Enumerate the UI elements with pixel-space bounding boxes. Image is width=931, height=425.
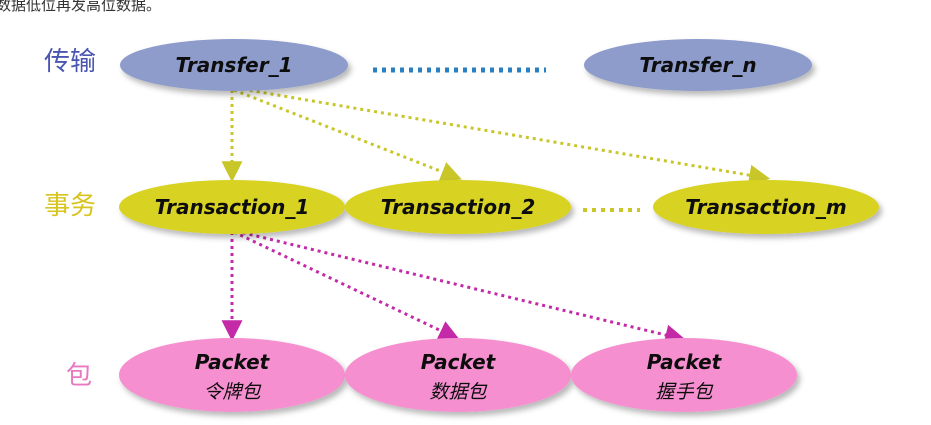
packet-node-token-sublabel: 令牌包 <box>203 381 261 403</box>
packet-node-handshake-label: Packet <box>647 350 723 374</box>
transaction-node-m: Transaction_m <box>653 180 879 234</box>
packet-node-token-label: Packet <box>195 350 271 374</box>
packet-node-data-label: Packet <box>421 350 497 374</box>
transaction-node-2: Transaction_2 <box>345 180 571 234</box>
packet-node-token: Packet 令牌包 <box>119 338 345 412</box>
packet-node-data-sublabel: 数据包 <box>429 381 487 403</box>
transfer-node-n: Transfer_n <box>584 39 812 91</box>
arrow-transaction1-to-packet-data <box>233 230 460 341</box>
arrow-transfer1-to-transactionm <box>235 86 771 186</box>
transfer-node-1: Transfer_1 <box>120 39 348 91</box>
transaction-level-label: 事务 <box>44 191 96 221</box>
transaction-node-1-label: Transaction_1 <box>155 195 310 219</box>
transaction-node-1: Transaction_1 <box>119 180 345 234</box>
transfer-node-1-label: Transfer_1 <box>176 53 293 77</box>
arrow-transaction1-to-packet-handshake <box>235 229 687 346</box>
transfer-node-n-label: Transfer_n <box>639 53 756 77</box>
packet-node-data: Packet 数据包 <box>345 338 571 412</box>
packet-node-handshake: Packet 握手包 <box>571 338 797 412</box>
transaction-node-2-label: Transaction_2 <box>381 195 536 219</box>
transfer-level-label: 传输 <box>44 47 96 77</box>
packet-level-label: 包 <box>66 361 92 391</box>
packet-node-handshake-sublabel: 握手包 <box>655 381 713 403</box>
arrow-transfer1-to-transaction2 <box>233 88 462 182</box>
transaction-node-m-label: Transaction_m <box>685 195 847 219</box>
top-text: 数据低位再发高位数据。 <box>0 0 162 14</box>
